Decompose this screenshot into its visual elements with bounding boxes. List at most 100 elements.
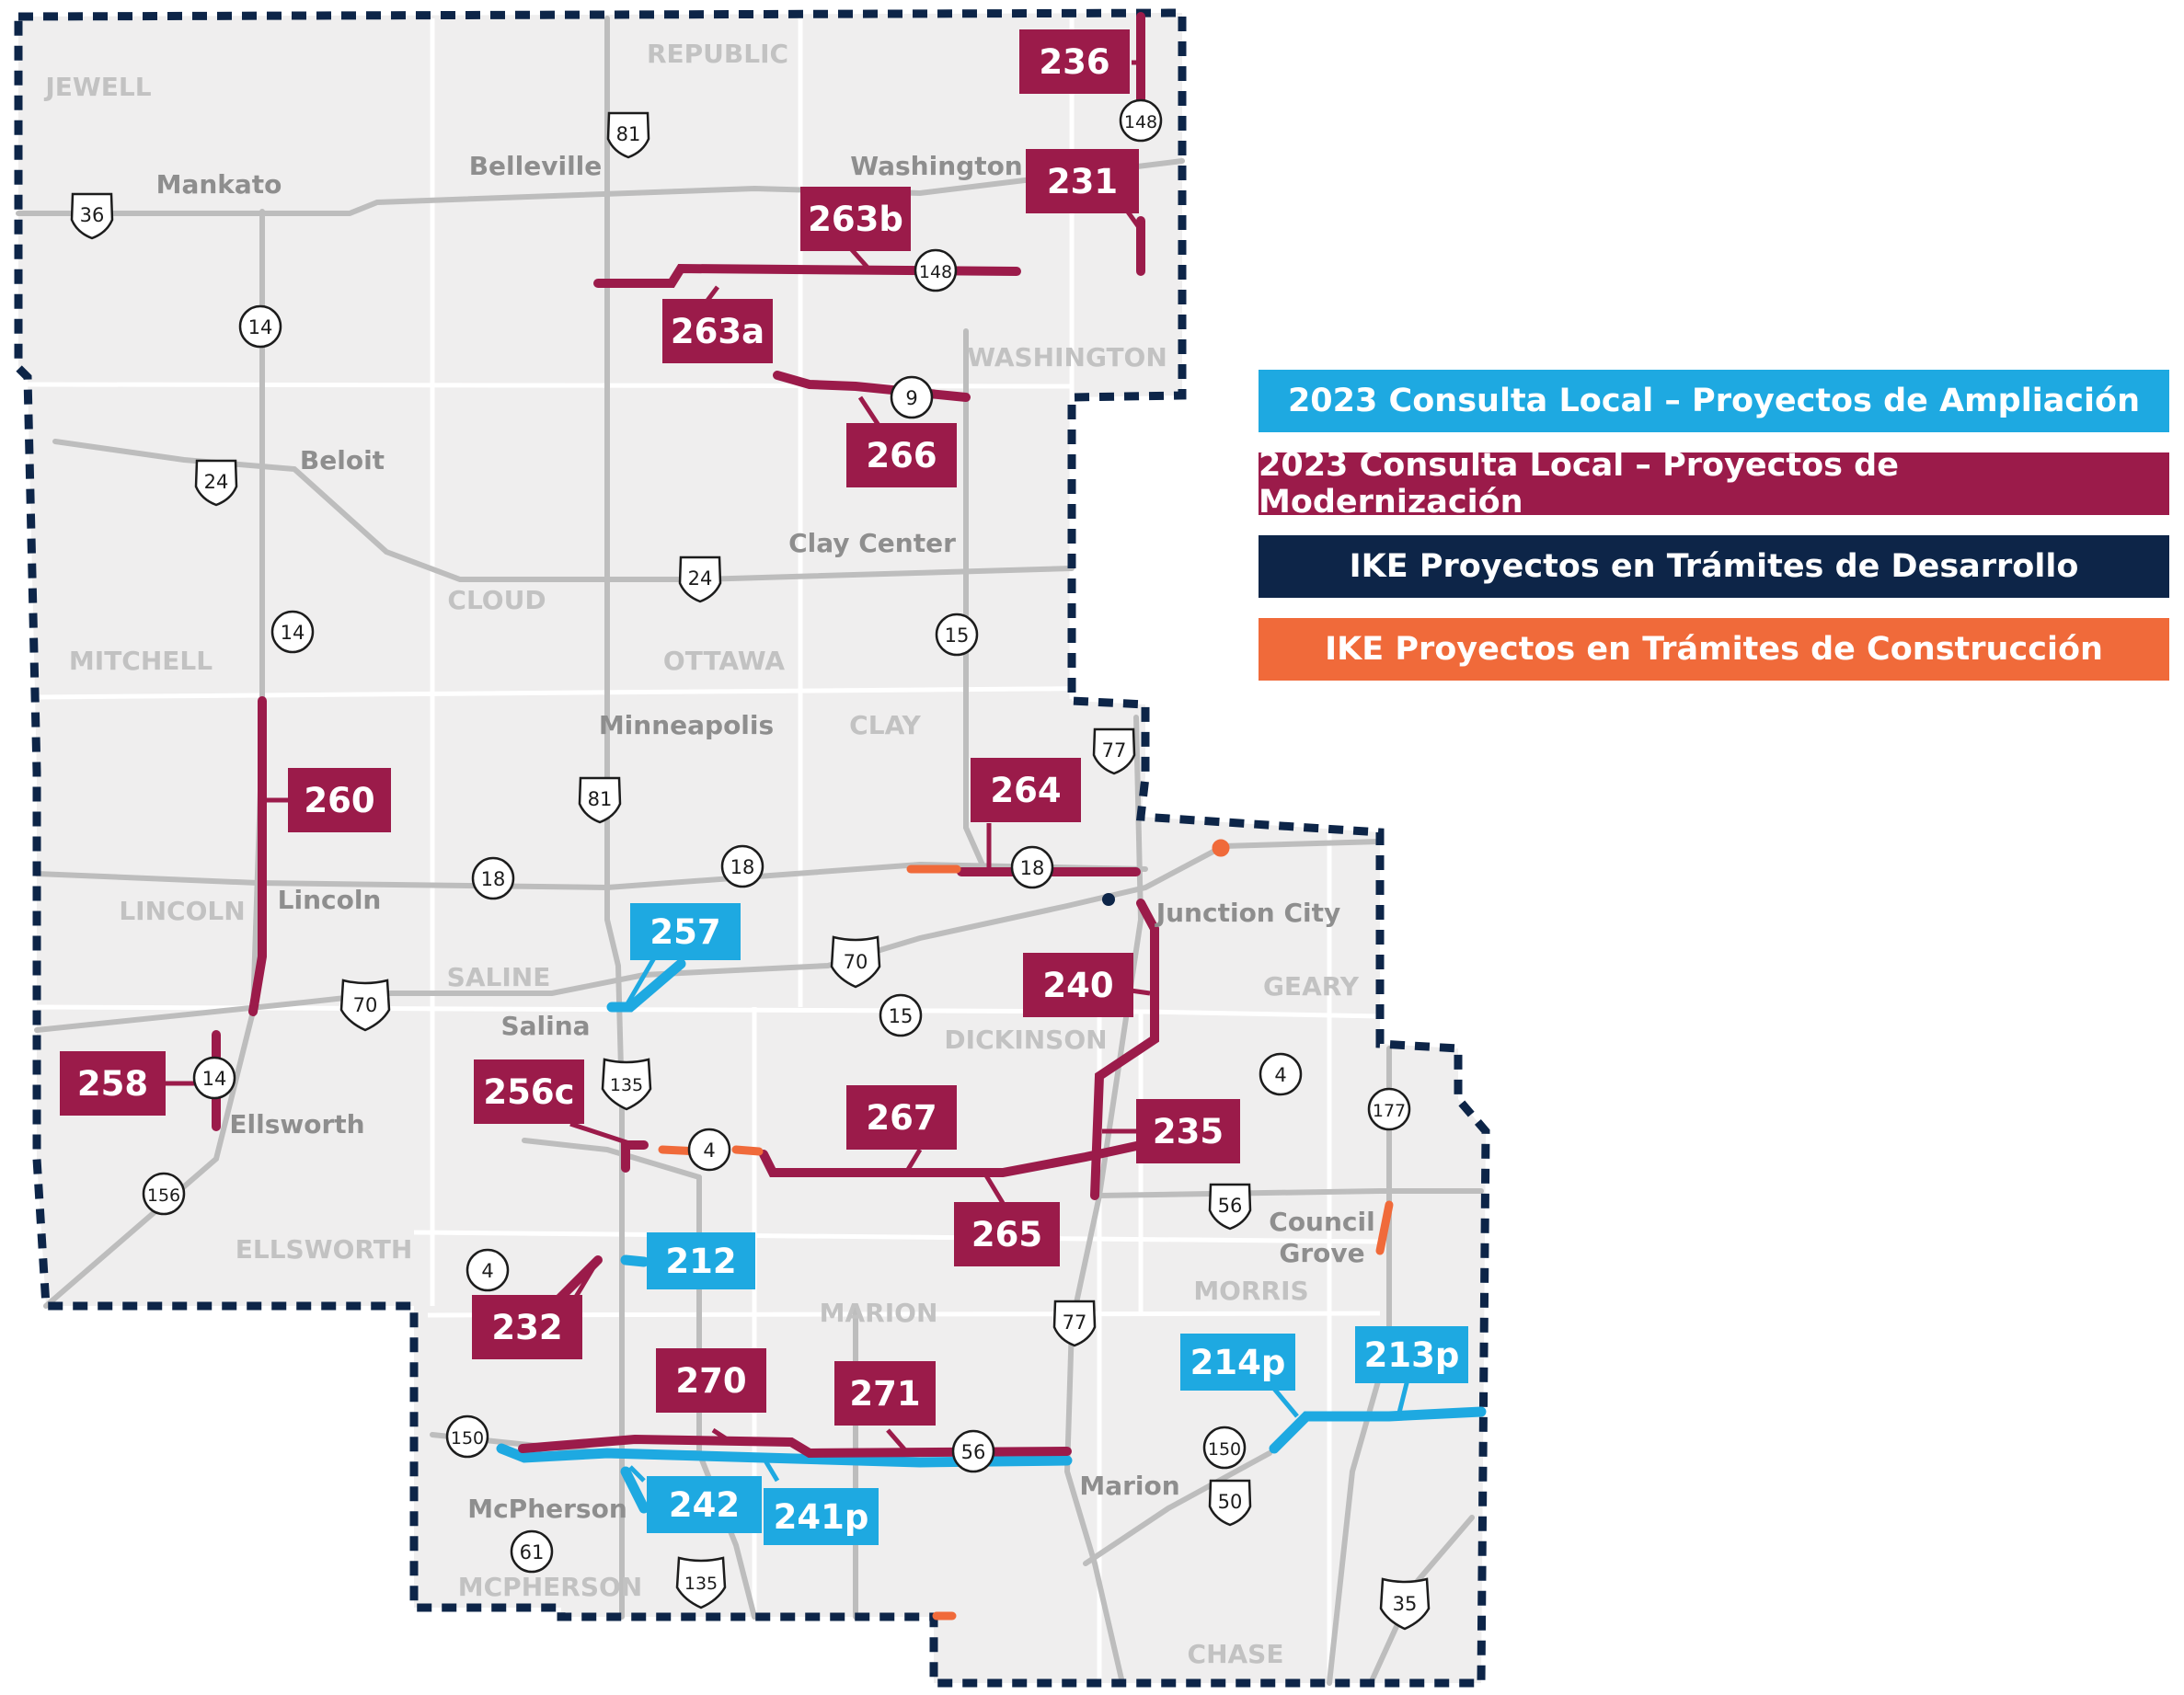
route-shield: 15 (879, 993, 923, 1037)
project-label-modernizacion-text: 263a (671, 312, 764, 351)
project-label-modernizacion-text: 235 (1153, 1112, 1224, 1151)
project-label-modernizacion: 260 (288, 768, 391, 832)
legend-modernizacion: 2023 Consulta Local – Proyectos de Moder… (1259, 447, 2169, 521)
county-label-lincoln: LINCOLN (119, 896, 245, 926)
route-shield: 135 (675, 1556, 727, 1609)
project-label-ampliacion: 242 (647, 1476, 762, 1533)
route-shield-number: 24 (204, 471, 229, 493)
route-shield: 15 (935, 613, 979, 657)
route-shield: 150 (445, 1414, 489, 1459)
route-shield-number: 56 (1218, 1195, 1243, 1217)
project-label-modernizacion-text: 267 (866, 1098, 937, 1138)
route-shield-number: 36 (80, 204, 105, 226)
project-label-modernizacion: 263a (662, 299, 773, 363)
route-shield-number: 50 (1218, 1491, 1243, 1513)
project-label-modernizacion-text: 265 (971, 1215, 1042, 1254)
project-label-ampliacion: 257 (630, 903, 741, 960)
project-label-ampliacion: 214p (1180, 1334, 1295, 1391)
county-label-cloud: CLOUD (447, 585, 546, 615)
route-shield-number: 156 (147, 1185, 180, 1206)
route-shield: 148 (1119, 98, 1163, 143)
route-shield-number: 18 (730, 856, 755, 878)
construccion-lines (658, 839, 1394, 1621)
project-label-ampliacion: 212 (647, 1232, 755, 1289)
project-label-modernizacion: 231 (1026, 149, 1139, 213)
project-label-modernizacion-text: 231 (1047, 162, 1118, 201)
county-label-mitchell: MITCHELL (69, 646, 213, 676)
route-shield: 24 (678, 555, 722, 603)
county-label-ottawa: OTTAWA (663, 646, 786, 676)
route-shield: 9 (890, 375, 934, 419)
route-shield-number: 4 (481, 1260, 493, 1282)
route-shield-number: 70 (844, 951, 868, 973)
route-shield-number: 18 (481, 868, 506, 890)
route-shield: 14 (238, 304, 282, 349)
project-label-modernizacion-text: 258 (77, 1064, 148, 1104)
county-label-geary: GEARY (1263, 971, 1360, 1002)
project-label-modernizacion-text: 232 (491, 1308, 562, 1347)
route-shield-number: 14 (202, 1068, 227, 1090)
project-label-modernizacion: 264 (971, 758, 1081, 822)
city-label-mankato: Mankato (156, 169, 282, 200)
route-shield-number: 77 (1102, 739, 1127, 762)
project-label-modernizacion-text: 260 (304, 781, 374, 820)
route-shield-number: 9 (905, 387, 917, 409)
route-shield: 77 (1092, 727, 1136, 775)
project-label-modernizacion-text: 266 (866, 436, 937, 475)
project-label-ampliacion-text: 214p (1190, 1343, 1286, 1382)
route-shield: 81 (578, 776, 622, 824)
county-label-marion: MARION (820, 1298, 938, 1328)
project-label-modernizacion: 232 (472, 1295, 582, 1359)
project-label-modernizacion-text: 236 (1039, 42, 1109, 82)
route-shield-number: 15 (889, 1005, 914, 1027)
city-label-clay-center: Clay Center (788, 528, 956, 558)
route-shield-number: 81 (616, 123, 641, 145)
project-label-modernizacion: 270 (656, 1348, 766, 1413)
project-label-modernizacion-text: 264 (990, 771, 1061, 810)
county-labels: JEWELL REPUBLIC WASHINGTON MITCHELL CLOU… (43, 39, 1359, 1669)
route-shield: 148 (914, 248, 958, 292)
route-shield: 50 (1208, 1479, 1252, 1527)
city-label-minneapolis: Minneapolis (599, 710, 774, 740)
route-shield: 36 (70, 192, 114, 240)
county-label-chase: CHASE (1188, 1639, 1284, 1669)
project-label-modernizacion: 240 (1023, 953, 1133, 1017)
project-label-modernizacion-text: 256c (483, 1072, 574, 1112)
route-shield-number: 70 (353, 994, 378, 1016)
city-label-junction-city: Junction City (1155, 898, 1341, 928)
county-label-republic: REPUBLIC (647, 39, 788, 69)
route-shield: 61 (510, 1529, 554, 1574)
project-label-modernizacion: 266 (846, 423, 957, 487)
district-boundary (14, 8, 1490, 1688)
project-label-ampliacion-text: 212 (665, 1242, 736, 1281)
route-shield: 4 (687, 1128, 731, 1172)
project-label-modernizacion-text: 263b (808, 200, 903, 239)
route-shield-number: 150 (1208, 1439, 1241, 1460)
city-label-salina: Salina (500, 1011, 590, 1041)
route-shield: 18 (471, 856, 515, 900)
legend-construccion: IKE Proyectos en Trámites de Construcció… (1259, 618, 2169, 681)
project-label-ampliacion-text: 242 (669, 1485, 740, 1525)
route-shield-number: 35 (1393, 1593, 1418, 1615)
route-shield-number: 15 (945, 624, 970, 647)
project-label-modernizacion: 267 (846, 1085, 957, 1150)
city-label-ellsworth: Ellsworth (229, 1109, 364, 1140)
county-label-dickinson: DICKINSON (944, 1025, 1107, 1055)
route-shield-number: 24 (688, 567, 713, 590)
route-shield-number: 4 (703, 1140, 715, 1162)
city-label-belleville: Belleville (469, 151, 603, 181)
county-label-mcpherson: MCPHERSON (458, 1572, 642, 1602)
project-label-modernizacion-text: 240 (1042, 966, 1113, 1005)
city-label-mcpherson: McPherson (467, 1494, 627, 1524)
route-shield-number: 81 (588, 788, 613, 810)
route-shield: 14 (270, 610, 315, 654)
route-shield-number: 135 (684, 1574, 718, 1594)
route-shield: 35 (1379, 1577, 1431, 1631)
route-shield: 70 (830, 935, 881, 989)
route-shield-number: 148 (1124, 112, 1157, 132)
project-label-modernizacion: 263b (800, 187, 911, 251)
county-label-jewell: JEWELL (43, 72, 151, 102)
